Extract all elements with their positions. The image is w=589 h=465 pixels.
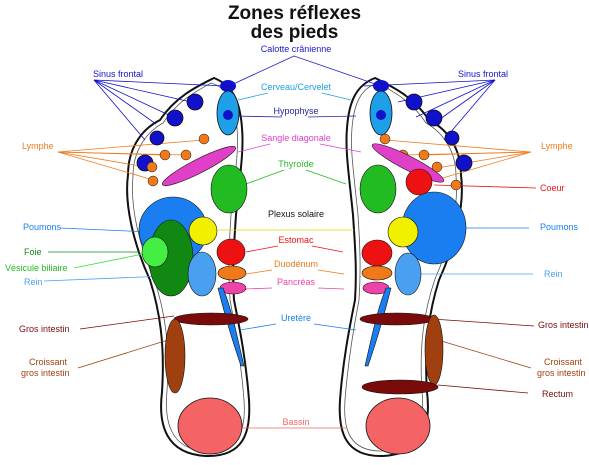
- left-sinus-toe-2: [187, 94, 203, 110]
- right-gros-intestin-zone: [360, 313, 434, 325]
- left-sinus-big-toe: [220, 80, 236, 92]
- left-lymphe-5: [148, 176, 158, 186]
- left-duodenum-zone: [218, 266, 246, 280]
- label-vesicule: Vésicule biliaire: [5, 263, 68, 273]
- labels: Calotte crânienne Cerveau/Cervelet Hypop…: [5, 44, 589, 427]
- label-uretere: Uretère: [281, 313, 311, 323]
- right-croissant-zone: [425, 315, 443, 385]
- left-lymphe-2: [181, 150, 191, 160]
- left-hypophyse-zone: [223, 110, 233, 120]
- left-croissant-zone: [165, 319, 185, 393]
- left-vesicule-zone: [142, 237, 168, 267]
- label-bassin: Bassin: [282, 417, 309, 427]
- label-gros-intestin-right: Gros intestin: [538, 320, 589, 330]
- label-estomac: Estomac: [278, 235, 314, 245]
- label-coeur: Coeur: [540, 183, 565, 193]
- left-rein-zone: [188, 252, 216, 296]
- label-croissant-left-2: gros intestin: [21, 368, 70, 378]
- label-rein-left: Rein: [24, 277, 43, 287]
- label-rectum: Rectum: [542, 389, 573, 399]
- right-sinus-toe-2: [406, 94, 422, 110]
- label-foie: Foie: [24, 247, 42, 257]
- left-thyroide-zone: [211, 165, 247, 213]
- right-hypophyse-zone: [376, 110, 386, 120]
- right-rein-zone: [395, 253, 421, 295]
- right-plexus-zone: [388, 217, 418, 247]
- label-calotte: Calotte crânienne: [261, 44, 332, 54]
- label-poumons-left: Poumons: [23, 222, 62, 232]
- left-bassin-zone: [178, 398, 242, 454]
- left-lymphe-3: [160, 150, 170, 160]
- label-croissant-right-2: gros intestin: [537, 368, 586, 378]
- label-lymphe-left: Lymphe: [22, 141, 54, 151]
- label-lymphe-right: Lymphe: [541, 141, 573, 151]
- label-poumons-right: Poumons: [540, 222, 579, 232]
- right-estomac-zone: [362, 240, 392, 266]
- left-gros-intestin-zone: [174, 313, 248, 325]
- label-sinus-right: Sinus frontal: [458, 69, 508, 79]
- left-estomac-zone: [217, 239, 245, 265]
- left-lymphe-4: [147, 162, 157, 172]
- label-rein-right: Rein: [544, 269, 563, 279]
- right-bassin-zone: [366, 398, 430, 454]
- label-sinus-left: Sinus frontal: [93, 69, 143, 79]
- label-cerveau: Cerveau/Cervelet: [261, 82, 332, 92]
- label-croissant-right-1: Croissant: [544, 357, 583, 367]
- left-plexus-zone: [189, 217, 217, 245]
- right-lymphe-3: [419, 150, 429, 160]
- right-lymphe-1: [380, 134, 390, 144]
- right-sinus-toe-4: [445, 131, 459, 145]
- right-thyroide-zone: [360, 165, 396, 213]
- left-lymphe-1: [199, 134, 209, 144]
- right-coeur-zone: [406, 169, 432, 195]
- right-sinus-toe-5: [456, 155, 472, 171]
- right-sinus-big-toe: [373, 80, 389, 92]
- right-duodenum-zone: [362, 266, 392, 280]
- right-sinus-toe-3: [426, 110, 442, 126]
- label-thyroide: Thyroïde: [278, 159, 314, 169]
- right-rectum-zone: [362, 380, 438, 394]
- label-plexus: Plexus solaire: [268, 209, 324, 219]
- left-sinus-toe-4: [150, 131, 164, 145]
- left-sinus-toe-3: [167, 110, 183, 126]
- label-hypophyse: Hypophyse: [273, 106, 318, 116]
- label-gros-intestin-left: Gros intestin: [19, 324, 70, 334]
- label-duodenum: Duodénum: [274, 259, 318, 269]
- right-lymphe-5: [451, 180, 461, 190]
- label-pancreas: Pancréas: [277, 277, 316, 287]
- label-croissant-left-1: Croissant: [29, 357, 68, 367]
- label-sangle: Sangle diagonale: [261, 133, 331, 143]
